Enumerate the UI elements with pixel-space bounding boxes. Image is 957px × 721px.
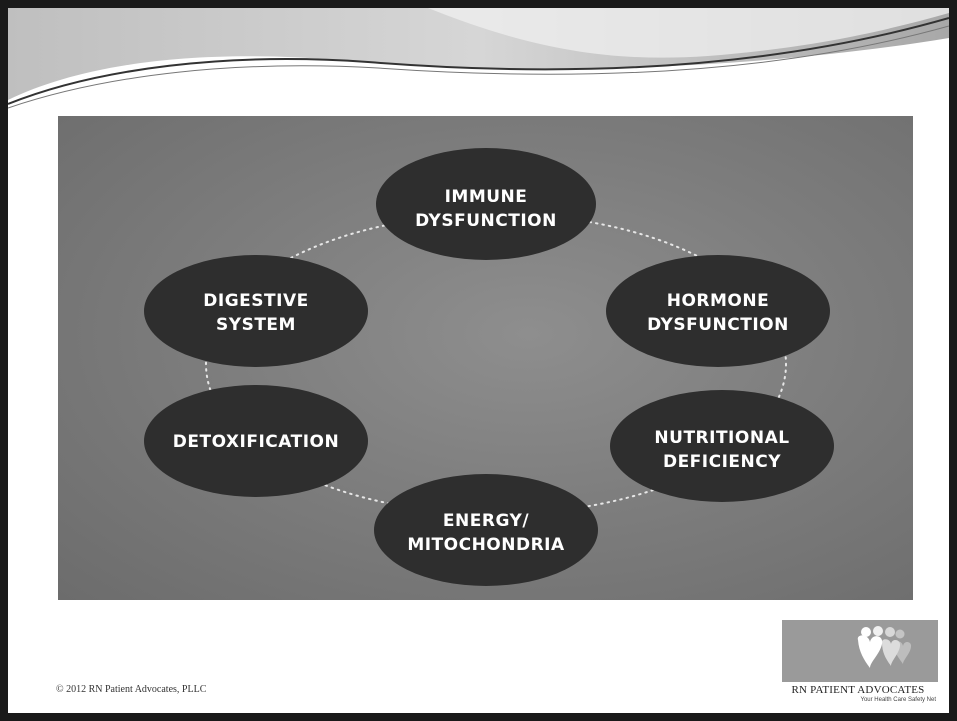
node-hormone-line2: DYSFUNCTION [647,315,789,335]
hearts-people-icon [857,626,912,668]
node-hormone-line1: HORMONE [667,291,769,311]
diagram-panel: IMMUNE DYSFUNCTION HORMONE DYSFUNCTION N… [58,116,913,600]
node-immune-line2: DYSFUNCTION [415,211,557,231]
logo-name: RN PATIENT ADVOCATES [791,684,925,696]
node-immune-line1: IMMUNE [445,187,528,207]
node-energy-line2: MITOCHONDRIA [407,535,565,555]
node-hormone-dysfunction: HORMONE DYSFUNCTION [606,255,830,367]
node-detoxification: DETOXIFICATION [144,385,368,497]
node-nutritional-line1: NUTRITIONAL [654,428,789,448]
node-energy-mitochondria: ENERGY/ MITOCHONDRIA [374,474,598,586]
node-digestive-line2: SYSTEM [216,315,296,335]
node-detox-line1: DETOXIFICATION [173,432,339,452]
node-energy-line1: ENERGY/ [443,511,529,531]
node-nutritional-deficiency: NUTRITIONAL DEFICIENCY [610,390,834,502]
dotted-cycle-ring [205,213,787,515]
node-digestive-line1: DIGESTIVE [203,291,308,311]
node-immune-dysfunction: IMMUNE DYSFUNCTION [376,148,596,260]
header-swoosh-decoration [8,8,949,109]
logo-box [782,620,938,682]
logo-tagline: Your Health Care Safety Net [860,697,937,703]
slide: IMMUNE DYSFUNCTION HORMONE DYSFUNCTION N… [8,8,949,713]
cycle-diagram: IMMUNE DYSFUNCTION HORMONE DYSFUNCTION N… [144,148,834,586]
node-digestive-system: DIGESTIVE SYSTEM [144,255,368,367]
footer-copyright: © 2012 RN Patient Advocates, PLLC [56,684,207,695]
rn-patient-advocates-logo: RN PATIENT ADVOCATES Your Health Care Sa… [772,614,944,706]
node-nutritional-line2: DEFICIENCY [663,452,781,472]
